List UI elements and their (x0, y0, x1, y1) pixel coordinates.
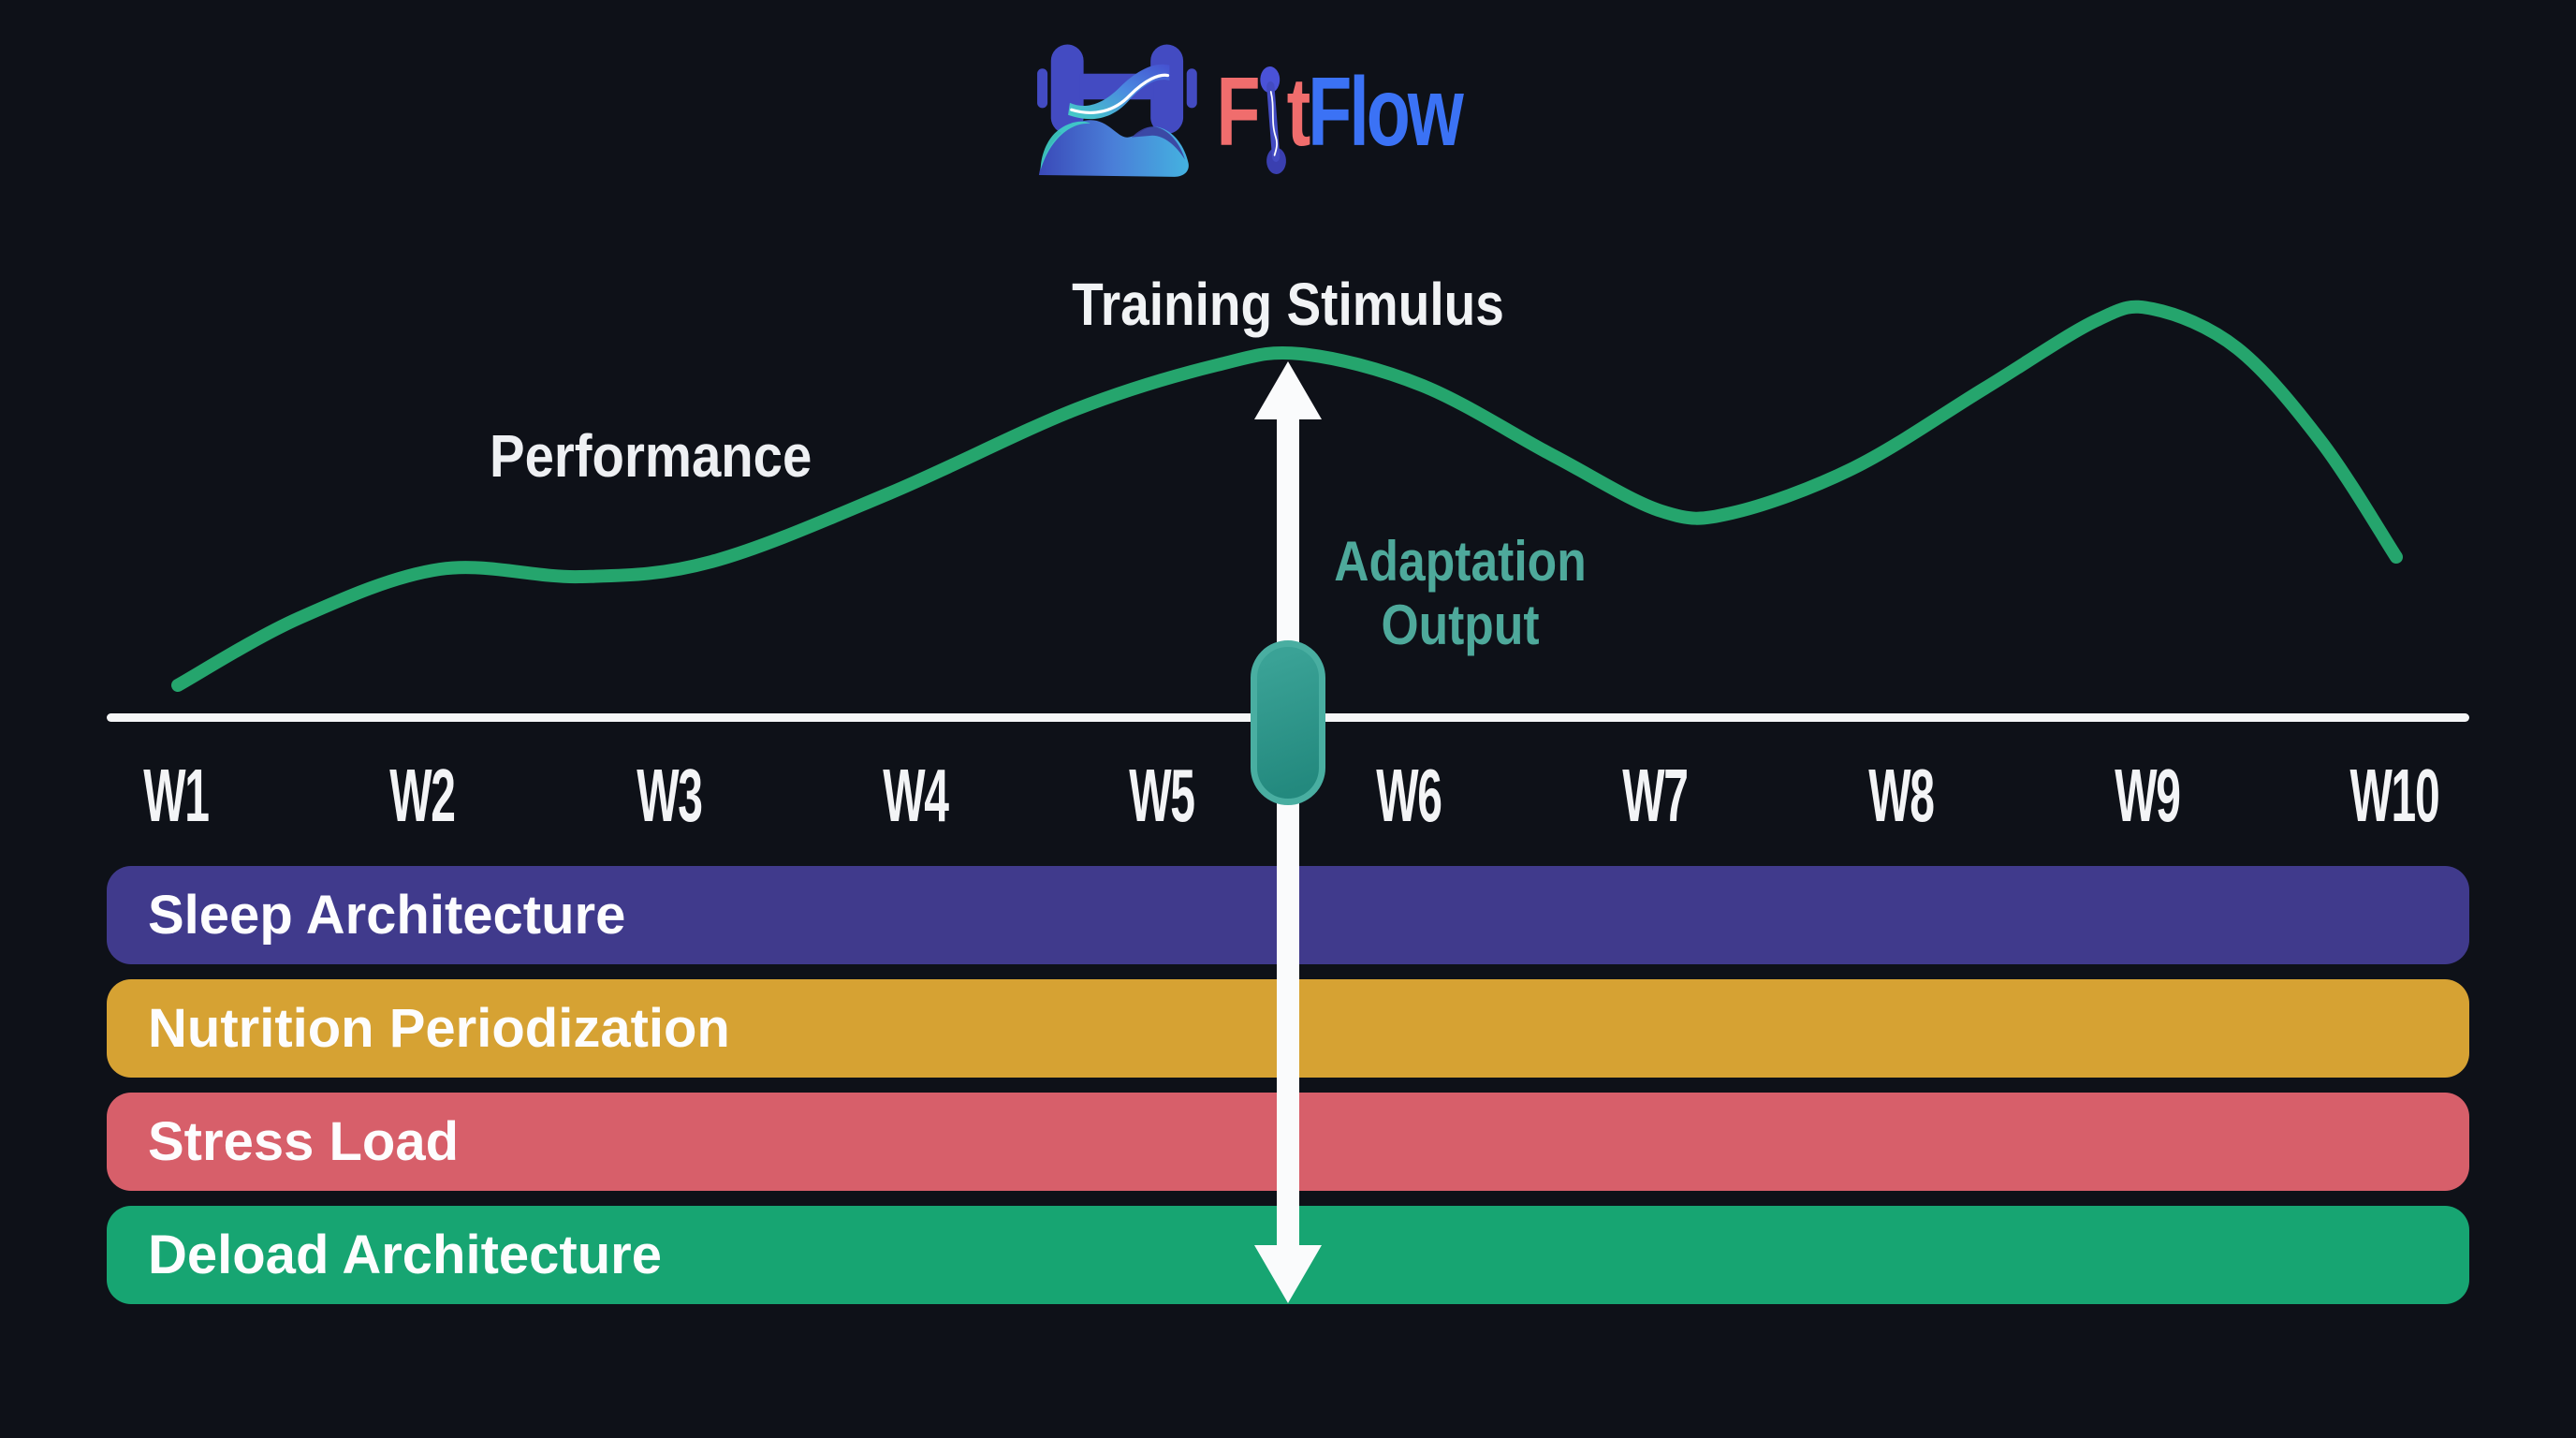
wordmark-flow: Flow (1308, 58, 1463, 167)
performance-curve (171, 300, 2403, 692)
title-training-stimulus: Training Stimulus (1072, 271, 1504, 338)
label-performance: Performance (490, 422, 812, 490)
band-label: Deload Architecture (148, 1225, 662, 1285)
week-label-w2: W2 (389, 754, 456, 837)
wordmark-letter-f: F (1216, 58, 1260, 167)
week-label-w4: W4 (883, 754, 949, 837)
week-label-w3: W3 (636, 754, 703, 837)
brand-wordmark: F t Flow (1216, 47, 1464, 178)
dumbbell-i-icon (1259, 66, 1286, 175)
label-adaptation-output: Adaptation Output (1219, 530, 1702, 657)
dumbbell-wave-logo-icon (1037, 44, 1197, 177)
adaptation-arrow (1254, 361, 1322, 1303)
week-label-w9: W9 (2115, 754, 2182, 837)
week-label-w7: W7 (1621, 754, 1689, 837)
wordmark-letter-t: t (1286, 58, 1311, 167)
week-label-w8: W8 (1868, 754, 1935, 837)
band-label: Stress Load (148, 1111, 459, 1172)
week-label-w6: W6 (1375, 754, 1442, 837)
adaptation-line-2: Output (1381, 594, 1540, 656)
deload-marker-pill (1251, 640, 1325, 805)
week-label-w10: W10 (2349, 754, 2439, 837)
week-label-w5: W5 (1129, 754, 1195, 837)
band-label: Sleep Architecture (148, 885, 626, 946)
band-label: Nutrition Periodization (148, 998, 730, 1059)
week-label-w1: W1 (143, 754, 210, 837)
adaptation-line-1: Adaptation (1334, 530, 1587, 593)
logo: F t Flow (1029, 37, 1546, 187)
